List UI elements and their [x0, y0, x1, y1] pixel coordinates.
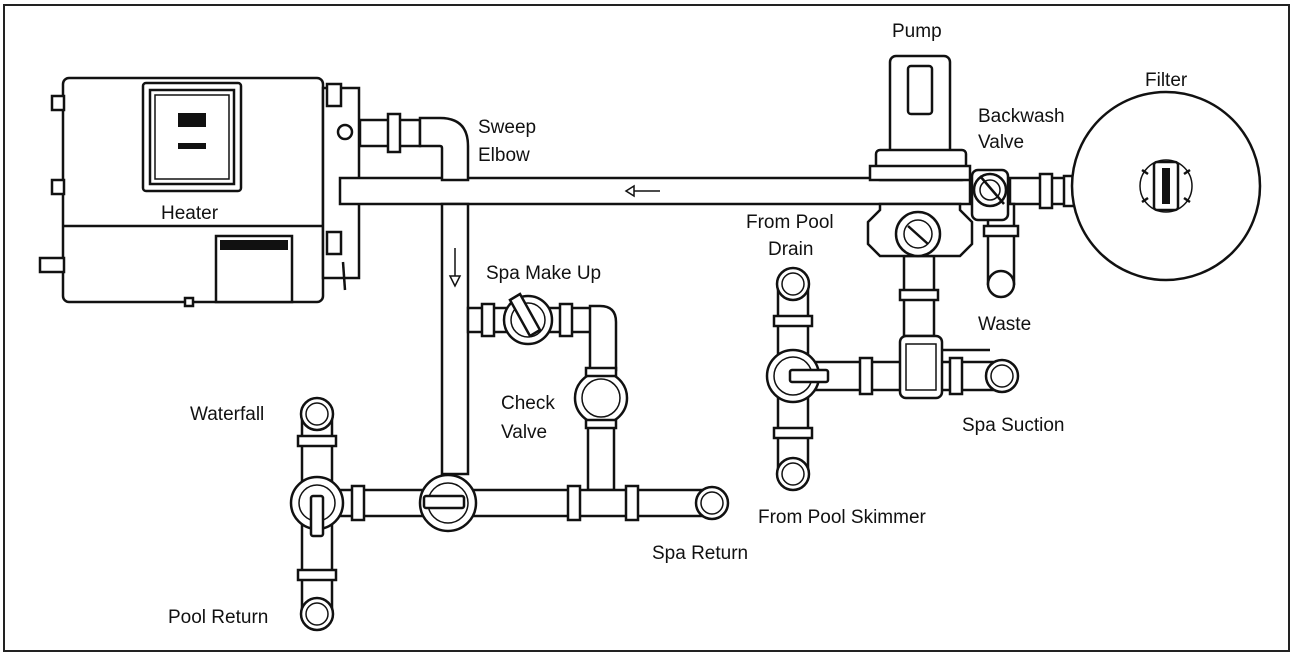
spa-return-valve: [418, 473, 478, 533]
label-waterfall: Waterfall: [190, 404, 265, 425]
flow-arrow-down-icon: [448, 248, 462, 288]
label-pump: Pump: [892, 21, 942, 42]
label-from-pool-drain-line2: Drain: [768, 239, 814, 260]
sweep-elbow: [418, 116, 470, 182]
valves: [289, 168, 1010, 538]
suction-diverter-valve: [765, 348, 830, 404]
waste-valve: [898, 334, 990, 400]
label-backwash-valve-line2: Valve: [978, 132, 1025, 153]
label-waste: Waste: [978, 314, 1032, 335]
label-sweep-elbow-line2: Elbow: [478, 145, 530, 166]
backwash-valve: [970, 168, 1010, 222]
label-from-pool-skimmer: From Pool Skimmer: [758, 507, 926, 528]
label-spa-make-up: Spa Make Up: [486, 263, 602, 284]
label-from-pool-drain-line1: From Pool: [746, 212, 834, 233]
label-sweep-elbow-line1: Sweep: [478, 117, 537, 138]
pump: [866, 54, 974, 258]
label-pool-return: Pool Return: [168, 607, 269, 628]
check-valve: [573, 366, 629, 430]
label-filter: Filter: [1145, 70, 1188, 91]
pool-return-valve: [289, 475, 345, 538]
heater: [38, 76, 361, 308]
flow-arrow-left-icon: [624, 184, 660, 198]
main-pipe: [338, 176, 972, 206]
label-check-valve-line1: Check: [501, 393, 555, 414]
label-heater: Heater: [161, 203, 219, 224]
spa-make-up-valve: [502, 292, 554, 346]
label-spa-return: Spa Return: [652, 543, 749, 564]
label-spa-suction: Spa Suction: [962, 415, 1065, 436]
label-check-valve-line2: Valve: [501, 422, 548, 443]
label-backwash-valve-line1: Backwash: [978, 106, 1065, 127]
heater-control-panel: [141, 81, 243, 193]
filter: [1070, 90, 1262, 282]
